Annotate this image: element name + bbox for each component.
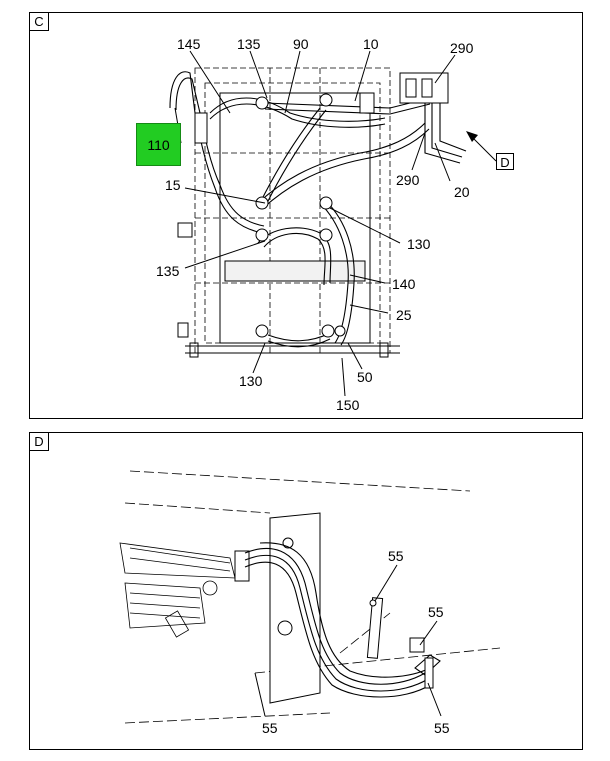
wiring-diagram-view-c: 145 135 90 10 290 290 20 15 130 135 140 … <box>156 36 497 413</box>
view-c-tag: C <box>30 13 49 31</box>
callout-135-left: 135 <box>156 263 180 279</box>
mounting-bracket <box>234 512 321 704</box>
cable-bundle <box>244 542 441 698</box>
callout-leaders <box>174 50 497 397</box>
wiring-diagram-view-d: 55 55 55 55 <box>119 470 501 736</box>
battery-tray <box>185 92 400 358</box>
callout-55-clip-bottom: 55 <box>434 720 450 736</box>
callout-50: 50 <box>357 369 373 385</box>
cable-connectors <box>177 72 449 338</box>
view-d-tag: D <box>30 433 49 451</box>
callout-25: 25 <box>396 307 412 323</box>
callout-15: 15 <box>165 177 181 193</box>
callout-leaders-d <box>254 564 442 717</box>
callout-20: 20 <box>454 184 470 200</box>
callout-145: 145 <box>177 36 201 52</box>
callout-labels: 145 135 90 10 290 290 20 15 130 135 140 … <box>156 36 474 413</box>
view-c-panel: C <box>29 12 583 419</box>
callout-130-right: 130 <box>407 236 431 252</box>
view-d-reference: D <box>496 153 514 170</box>
callout-55-left: 55 <box>262 720 278 736</box>
cable-terminals <box>255 93 346 338</box>
frame-rail-outline <box>124 470 501 724</box>
battery-cables <box>169 71 467 348</box>
callout-55-clip-top: 55 <box>388 548 404 564</box>
callout-150: 150 <box>336 397 360 413</box>
left-components <box>119 542 236 638</box>
cable-clips <box>366 597 434 689</box>
callout-140: 140 <box>392 276 416 292</box>
callout-90: 90 <box>293 36 309 52</box>
callout-135: 135 <box>237 36 261 52</box>
view-direction-arrow <box>466 131 478 142</box>
callout-labels-d: 55 55 55 55 <box>262 548 450 736</box>
callout-130-bottom: 130 <box>239 373 263 389</box>
highlighted-part-110[interactable]: 110 <box>136 123 181 166</box>
callout-290-bottom: 290 <box>396 172 420 188</box>
callout-55-clip-mid: 55 <box>428 604 444 620</box>
callout-10: 10 <box>363 36 379 52</box>
view-d-panel: D <box>29 432 583 750</box>
callout-290-top: 290 <box>450 40 474 56</box>
